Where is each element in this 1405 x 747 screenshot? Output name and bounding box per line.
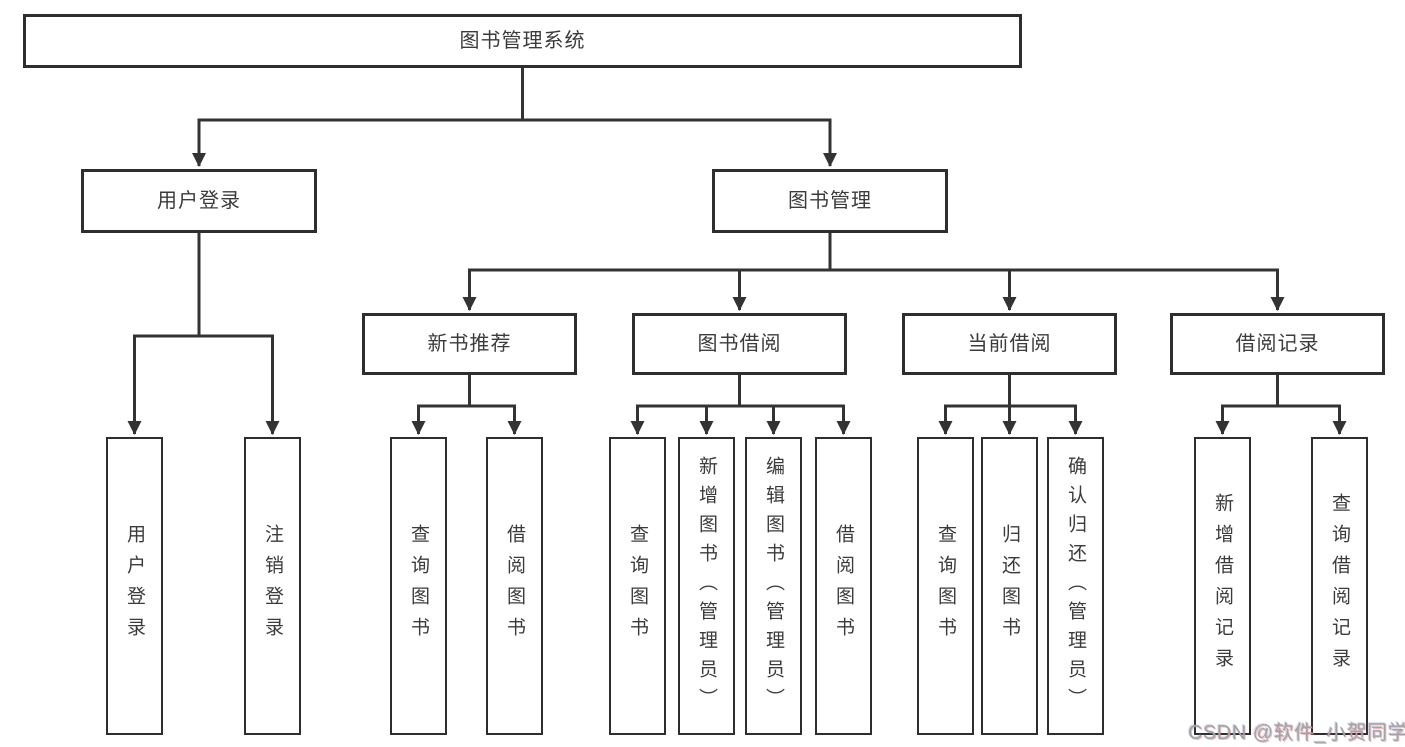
node-cb-return-books: 归还图书 [981, 437, 1038, 735]
node-nb-query-books: 查询图书 [390, 437, 447, 735]
node-bb-borrow-books: 借阅图书 [815, 437, 872, 735]
node-user-login: 用户登录 [81, 169, 317, 233]
node-book-borrowing: 图书借阅 [632, 313, 847, 375]
node-bb-add-books-admin: 新增图书（管理员） [678, 437, 735, 735]
node-new-book-recommend: 新书推荐 [362, 313, 577, 375]
node-br-query-record: 查询借阅记录 [1311, 437, 1368, 735]
node-library-management-system: 图书管理系统 [23, 14, 1022, 68]
node-br-add-record: 新增借阅记录 [1194, 437, 1251, 735]
node-nb-borrow-books: 借阅图书 [486, 437, 543, 735]
node-cb-query-books: 查询图书 [917, 437, 974, 735]
node-cb-confirm-return-admin: 确认归还（管理员） [1047, 437, 1104, 735]
node-bb-edit-books-admin: 编辑图书（管理员） [745, 437, 802, 735]
node-user-login-leaf: 用户登录 [106, 437, 163, 735]
node-borrow-records: 借阅记录 [1170, 313, 1385, 375]
node-bb-query-books: 查询图书 [609, 437, 666, 735]
node-logout: 注销登录 [244, 437, 301, 735]
node-current-borrowing: 当前借阅 [902, 313, 1117, 375]
csdn-watermark: CSDN @软件_小贺同学 [1188, 722, 1405, 744]
node-book-management: 图书管理 [712, 169, 948, 233]
